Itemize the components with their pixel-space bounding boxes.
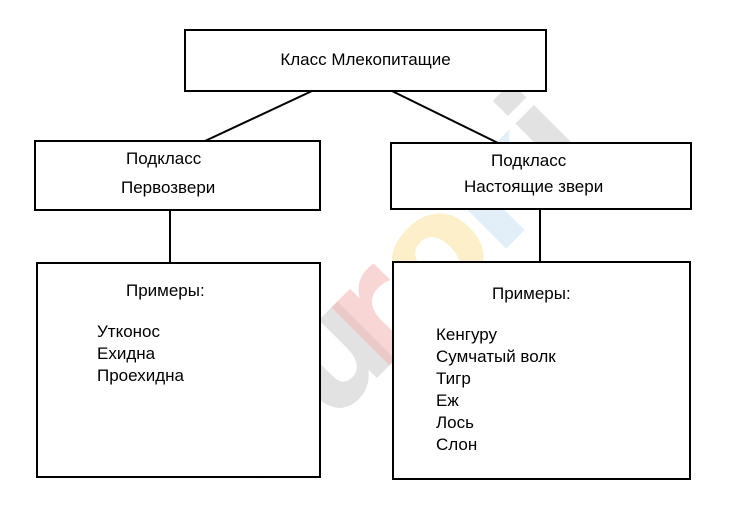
examples-right-list: Кенгуру Сумчатый волк Тигр Еж Лось Слон [436, 324, 556, 456]
root-class-label: Класс Млекопитащие [280, 50, 451, 69]
examples-left-list: Утконос Ехидна Проехидна [97, 321, 184, 387]
subclass-left-title: Подкласс [126, 149, 202, 168]
root-class-box: Класс Млекопитащие [184, 29, 547, 92]
examples-right-heading: Примеры: [492, 284, 571, 303]
list-item: Кенгуру [436, 325, 498, 344]
connector-root-left [204, 90, 313, 142]
connector-root-right [391, 90, 499, 144]
list-item: Сумчатый волк [436, 347, 556, 366]
examples-left-heading: Примеры: [126, 281, 205, 300]
list-item: Утконос [97, 322, 161, 341]
list-item: Лось [436, 413, 474, 432]
list-item: Проехидна [97, 366, 184, 385]
subclass-left-name: Первозвери [121, 178, 216, 197]
list-item: Ехидна [97, 344, 156, 363]
subclass-right-title: Подкласс [491, 151, 567, 170]
examples-right-box: Примеры: Кенгуру Сумчатый волк Тигр Еж Л… [392, 261, 691, 480]
list-item: Еж [436, 391, 459, 410]
subclass-right-box: Подкласс Настоящие звери [390, 142, 692, 210]
subclass-right-name: Настоящие звери [464, 177, 604, 196]
examples-left-box: Примеры: Утконос Ехидна Проехидна [36, 262, 321, 478]
list-item: Слон [436, 435, 478, 454]
subclass-left-box: Подкласс Первозвери [34, 140, 321, 211]
list-item: Тигр [436, 369, 471, 388]
